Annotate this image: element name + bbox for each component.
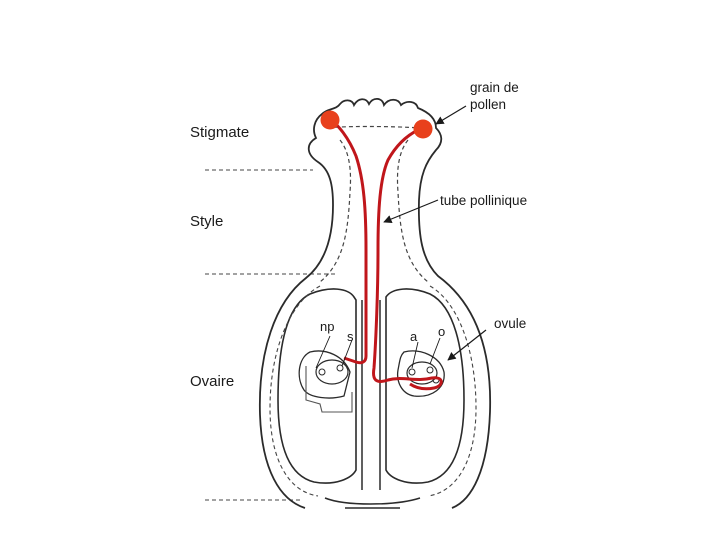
pistil-outer-outline bbox=[258, 97, 492, 509]
left-locule-outline bbox=[277, 288, 357, 484]
pollen-grain-left bbox=[320, 110, 340, 130]
s-pointer-line bbox=[341, 339, 353, 367]
central-column-outline bbox=[361, 300, 381, 490]
label-stigmate: Stigmate bbox=[190, 124, 249, 141]
label-a: a bbox=[410, 329, 418, 344]
label-o: o bbox=[438, 324, 445, 339]
pollen-tube-right bbox=[372, 128, 443, 391]
label-tube-pollinique: tube pollinique bbox=[440, 193, 527, 208]
o-pointer-line bbox=[429, 337, 441, 365]
ovule-arrow bbox=[447, 329, 487, 361]
style-inner-dashed-outline bbox=[319, 125, 429, 283]
label-ovule: ovule bbox=[494, 316, 526, 331]
label-ovaire: Ovaire bbox=[190, 373, 234, 390]
label-grain-line1: grain de bbox=[470, 80, 519, 95]
label-grain-line2: pollen bbox=[470, 97, 506, 112]
pollen-tube-left bbox=[330, 118, 368, 365]
a-pointer-line bbox=[411, 341, 419, 369]
np-pointer-line bbox=[315, 335, 331, 369]
label-style: Style bbox=[190, 213, 223, 230]
pollen-grain-right bbox=[413, 119, 433, 139]
base-outline bbox=[324, 497, 421, 509]
grain-arrow bbox=[435, 105, 467, 125]
label-s: s bbox=[347, 329, 354, 344]
label-np: np bbox=[320, 319, 334, 334]
right-locule-outline bbox=[385, 288, 465, 484]
left-ovule bbox=[298, 350, 353, 413]
tube-arrow bbox=[383, 199, 439, 224]
ovary-inner-dashed-outline bbox=[269, 285, 477, 497]
